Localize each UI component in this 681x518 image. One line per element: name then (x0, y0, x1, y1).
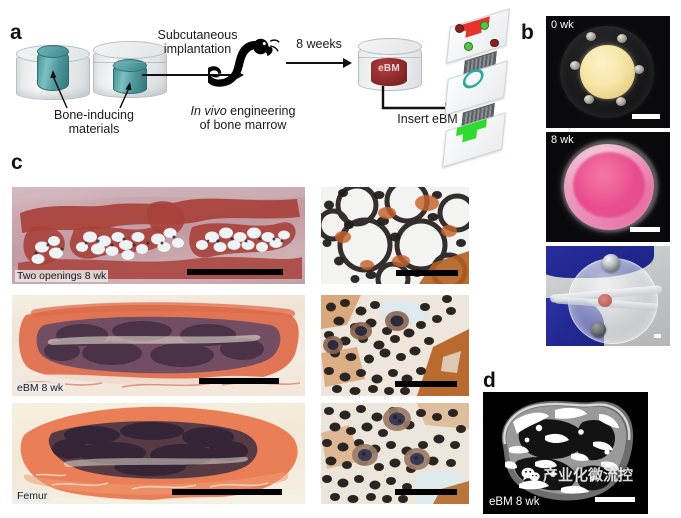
panel-letter-d: d (483, 369, 496, 392)
photo-label-0wk: 0 wk (551, 19, 574, 31)
histology-label-ebm: eBM 8 wk (15, 382, 66, 394)
watermark-text: 产业化微流控 (543, 466, 634, 484)
wechat-icon (521, 467, 540, 482)
eight-weeks-label: 8 weeks (296, 37, 342, 51)
scalebar-inset-3 (395, 489, 457, 495)
arrow-eight-weeks-head (343, 58, 352, 68)
inset-ebm-cell-art (321, 295, 469, 396)
panel-b: 0 wk 8 wk (546, 16, 670, 346)
chip-port-outlet-1 (480, 20, 489, 30)
invivo-line2: of bone marrow (199, 118, 287, 133)
chip-port-inlet-1 (455, 23, 464, 33)
ebm-in-chip (598, 294, 612, 307)
photo-chip-in-hand (546, 246, 670, 346)
inset-femur-cell-art (321, 403, 469, 504)
panel-letter-c: c (11, 151, 23, 174)
inset-adipocyte-art (321, 187, 469, 284)
scalebar-two-openings (187, 269, 283, 275)
chip-port-inlet-2 (464, 42, 473, 51)
scalebar-inset-1 (396, 270, 458, 276)
chip-green-channel (456, 118, 487, 143)
histology-femur: Femur (12, 403, 305, 504)
bone-inducing-materials-label: Bone-inducing materials (14, 108, 174, 137)
subcutaneous-implantation-label: Subcutaneous implantation (140, 28, 255, 57)
chip-port-outlet-2 (490, 38, 499, 47)
scalebar-chip (654, 334, 661, 338)
invivo-line1: In vivo engineering (168, 104, 318, 118)
scalebar-ebm (199, 378, 279, 384)
mouse-icon (208, 38, 280, 87)
scalebar-8wk (630, 227, 660, 232)
invivo-rest: engineering (226, 104, 296, 118)
materials-label-line1: Bone-inducing (54, 108, 134, 122)
panel-c: Two openings 8 wk (0, 170, 475, 518)
inset-ebm-cells (321, 295, 469, 396)
chip-ebm-ring (462, 69, 484, 89)
insert-ebm-label: Insert eBM (397, 112, 458, 126)
material-leader-lines (50, 70, 132, 109)
panel-letter-b: b (521, 21, 534, 44)
materials-label-line2: materials (68, 122, 120, 137)
watermark: 产业化微流控 (521, 464, 633, 485)
scalebar-inset-2 (395, 381, 457, 387)
photo-scaffold-0wk: 0 wk (546, 16, 670, 128)
step1-line1: Subcutaneous (157, 28, 238, 42)
panel-a: Bone-inducing materials Subcutaneous imp… (0, 0, 516, 168)
inset-femur-cells (321, 403, 469, 504)
histology-two-openings-8wk: Two openings 8 wk (12, 187, 305, 284)
arrow-implantation (142, 74, 236, 76)
photo-scaffold-8wk: 8 wk (546, 132, 670, 242)
step1-line2: implantation (163, 42, 232, 57)
microfluidic-chip-stack (440, 8, 516, 168)
invivo-engineering-label: In vivo engineering of bone marrow (168, 104, 318, 133)
inset-adipocytes (321, 187, 469, 284)
arrow-eight-weeks (286, 62, 344, 64)
panel-d-microct: 产业化微流控 eBM 8 wk (483, 392, 648, 514)
invivo-italic: In vivo (190, 104, 227, 118)
arrow-implantation-head (235, 70, 244, 80)
ebm-dish-label: eBM (378, 63, 400, 74)
histology-label-femur: Femur (15, 490, 50, 502)
histology-femur-section (12, 406, 305, 504)
scalebar-0wk (632, 114, 660, 119)
panel-d-label: eBM 8 wk (489, 496, 540, 508)
chip-fitting-bottom (591, 322, 606, 337)
panel-letter-a: a (10, 21, 22, 44)
scalebar-femur (172, 489, 282, 495)
chip-fitting-top (602, 254, 620, 272)
scalebar-microct (595, 497, 635, 502)
photo-label-8wk: 8 wk (551, 134, 574, 146)
histology-ebm-8wk: eBM 8 wk (12, 295, 305, 396)
histology-label-two-openings: Two openings 8 wk (15, 270, 109, 282)
chip-red-channel (459, 16, 490, 38)
